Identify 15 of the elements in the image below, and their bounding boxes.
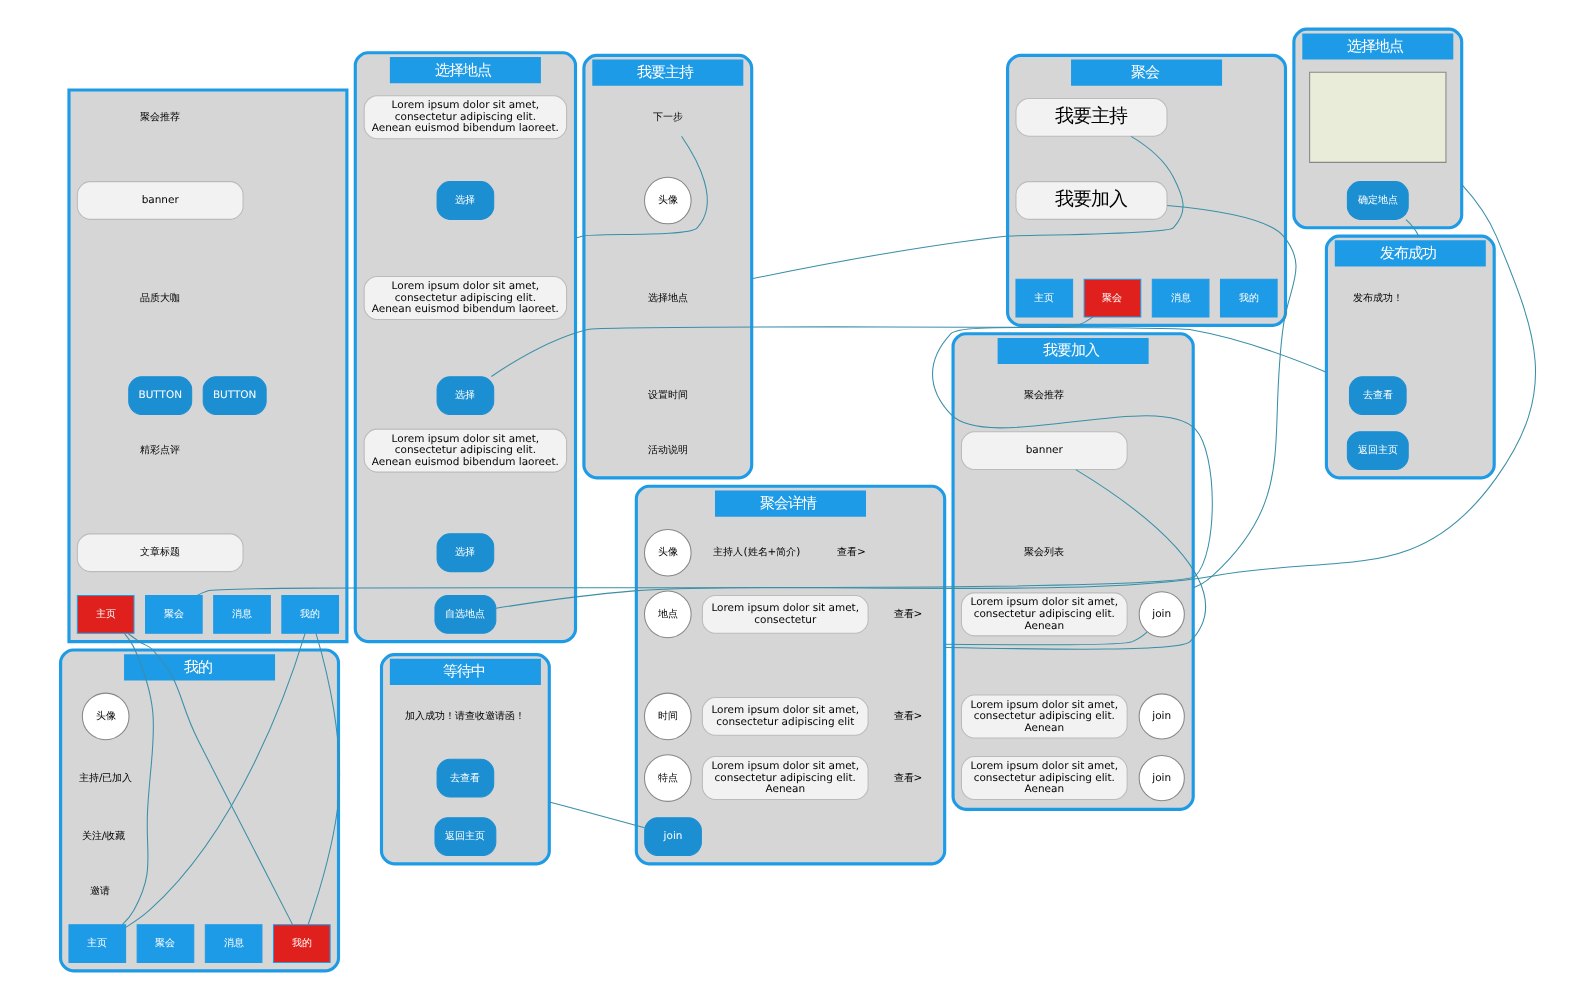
connector xyxy=(196,316,1213,596)
connector xyxy=(575,135,708,239)
connector xyxy=(490,326,1327,378)
node-box: 我要加入 xyxy=(1015,181,1168,220)
connector xyxy=(944,469,1206,650)
connector xyxy=(548,801,646,829)
connector xyxy=(1166,204,1297,589)
cluster xyxy=(67,88,349,644)
connector xyxy=(751,135,1184,280)
connector xyxy=(121,632,155,926)
connector xyxy=(307,632,341,925)
node-box xyxy=(1309,71,1447,163)
node-box: 我要主持 xyxy=(1015,97,1168,137)
connector xyxy=(1405,219,1420,237)
connector xyxy=(944,631,1148,646)
